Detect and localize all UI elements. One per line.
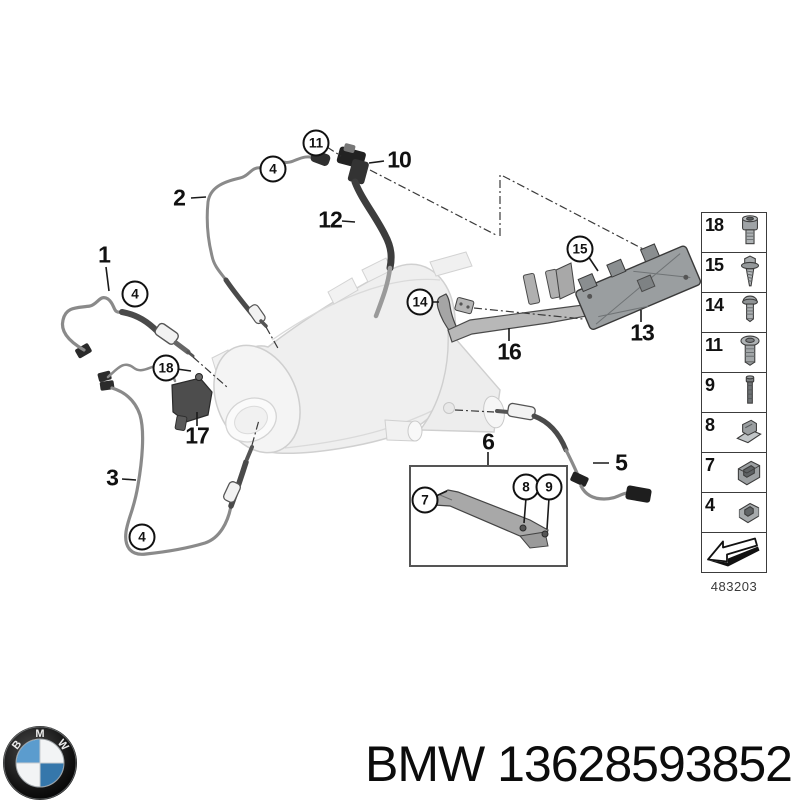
legend-row-arrow (702, 533, 766, 572)
part-number-title: BMW 13628593852 (365, 735, 793, 793)
legend-number: 15 (705, 255, 724, 275)
callout-circle-9: 9 (535, 473, 563, 501)
cable-clip-icon (734, 495, 764, 534)
mounting-bracket-14 (436, 293, 475, 337)
sensor-bracket-17 (171, 373, 213, 431)
legend-number: 14 (705, 295, 724, 315)
legend-row-11: 11 (702, 333, 766, 373)
clip-nut-icon (734, 415, 764, 454)
exploded-parts-diagram (60, 143, 702, 567)
brand-name: BMW (365, 736, 485, 792)
callout-13: 13 (630, 319, 655, 346)
callout-circle-4c: 4 (128, 523, 156, 551)
round-head-screw-icon (736, 335, 764, 374)
sensor-hose-12 (351, 178, 395, 319)
legend-number: 18 (705, 215, 724, 235)
callout-17: 17 (185, 422, 210, 449)
callout-12: 12 (318, 206, 343, 233)
callout-circle-18: 18 (152, 354, 180, 382)
legend-row-8: 8 (702, 413, 766, 453)
drawing-number: 483203 (710, 579, 758, 594)
legend-number: 9 (705, 375, 715, 395)
legend-row-15: 15 (702, 253, 766, 293)
legend-row-9: 9 (702, 373, 766, 413)
oxygen-sensor-1 (60, 296, 195, 359)
direction-arrow-icon (706, 532, 762, 573)
sensor-connector-10 (336, 143, 369, 185)
reference-lines (192, 146, 646, 446)
callout-5: 5 (615, 449, 628, 476)
callout-1: 1 (98, 241, 111, 268)
control-unit-bracket-13 (555, 243, 702, 330)
legend-row-7: 7 (702, 453, 766, 493)
legend-number: 8 (705, 415, 715, 435)
socket-head-screw-icon (736, 215, 764, 254)
callout-circle-11: 11 (302, 129, 330, 157)
pan-head-screw-icon (736, 295, 764, 334)
leader-lines (105, 160, 642, 530)
callout-circle-4a: 4 (259, 155, 287, 183)
bmw-logo: B M W (2, 725, 78, 800)
legend-row-18: 18 (702, 213, 766, 253)
flange-tapping-screw-icon (736, 255, 764, 294)
callout-3: 3 (106, 464, 119, 491)
legend-row-4: 4 (702, 493, 766, 533)
holder-clip-icon (734, 455, 764, 494)
legend-number: 4 (705, 495, 715, 515)
callout-circle-14: 14 (406, 288, 434, 316)
fastener-legend: 18 15 (701, 212, 767, 573)
legend-number: 7 (705, 455, 715, 475)
part-number: 13628593852 (497, 736, 793, 792)
callout-16: 16 (497, 338, 522, 365)
legend-row-14: 14 (702, 293, 766, 333)
callout-2: 2 (173, 184, 186, 211)
callout-circle-7: 7 (411, 486, 439, 514)
callout-circle-4b: 4 (121, 280, 149, 308)
logo-letter-m: M (35, 728, 44, 740)
oxygen-sensor-5 (495, 402, 652, 503)
legend-number: 11 (705, 335, 723, 355)
dpf-ghost-body (211, 251, 505, 455)
callout-10: 10 (387, 146, 412, 173)
hex-bolt-icon (736, 375, 764, 414)
callout-6: 6 (482, 428, 495, 455)
temp-sensor-3 (99, 380, 254, 556)
callout-circle-15: 15 (566, 235, 594, 263)
